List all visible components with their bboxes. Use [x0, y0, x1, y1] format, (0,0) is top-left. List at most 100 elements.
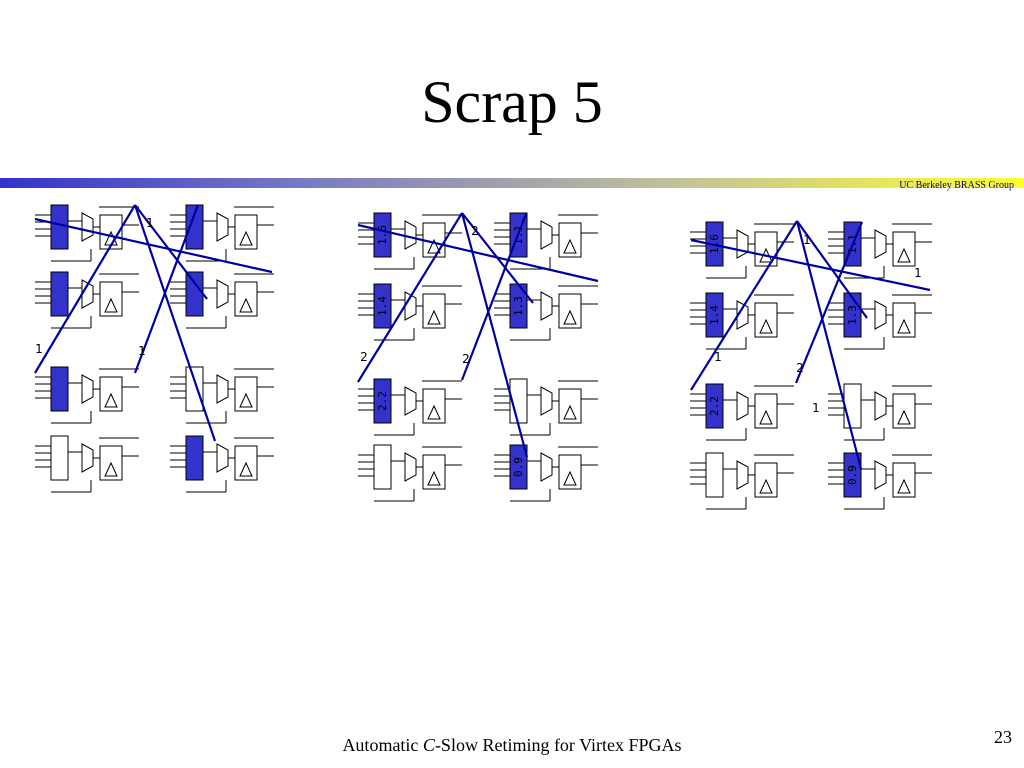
footer-suffix: -Slow Retiming for Virtex FPGAs [434, 735, 682, 755]
retiming-wire [34, 204, 136, 374]
mux-shape [736, 460, 749, 490]
logic-cell-5: 2.2 [690, 383, 794, 441]
mux-shape [874, 229, 887, 259]
clock-triangle-icon [759, 318, 773, 334]
logic-cell-7 [358, 444, 462, 502]
logic-cell-4 [170, 271, 274, 329]
group-label: UC Berkeley BRASS Group [899, 180, 1014, 191]
clock-triangle-icon [897, 478, 911, 494]
lut-box-active [509, 444, 528, 490]
mux-shape [874, 460, 887, 490]
lut-box [373, 444, 392, 490]
lut-box-active [185, 435, 204, 481]
logic-cell-7 [690, 452, 794, 510]
retiming-wire [357, 212, 463, 383]
mux-shape [736, 229, 749, 259]
mux-shape [540, 452, 553, 482]
edge-delay-label: 1 [35, 342, 43, 356]
clock-triangle-icon [759, 478, 773, 494]
clock-triangle-icon [563, 404, 577, 420]
clock-triangle-icon [104, 461, 118, 477]
logic-cell-2 [170, 204, 274, 262]
logic-cell-8: 0.9 [494, 444, 598, 502]
clock-triangle-icon [239, 392, 253, 408]
retiming-wire [133, 204, 217, 442]
clock-triangle-icon [897, 247, 911, 263]
mux-shape [216, 212, 229, 242]
retiming-wire [34, 217, 273, 274]
retiming-wire [460, 212, 529, 458]
mux-shape [874, 300, 887, 330]
lut-label: 1.6 [376, 225, 389, 245]
retiming-wire [795, 220, 863, 470]
clock-triangle-icon [427, 309, 441, 325]
mux-shape [540, 220, 553, 250]
footer-prefix: Automatic [342, 735, 423, 755]
lut-label: 1.4 [376, 296, 389, 316]
clock-triangle-icon [427, 238, 441, 254]
mux-shape [404, 386, 417, 416]
footer-italic: C [422, 735, 435, 755]
lut-box-active [843, 452, 862, 498]
retiming-wire [357, 223, 599, 283]
retiming-diagram: 1111.61.11.41.32.20.92221.61.11.41.32.20… [34, 204, 932, 510]
logic-cell-4: 1.3 [828, 292, 932, 350]
clock-triangle-icon [104, 297, 118, 313]
clock-triangle-icon [239, 230, 253, 246]
mux-shape [216, 374, 229, 404]
edge-delay-label: 1 [812, 401, 820, 415]
logic-cell-8: 0.9 [828, 452, 932, 510]
logic-cell-5: 2.2 [358, 378, 462, 436]
logic-cell-3: 1.4 [690, 292, 794, 350]
retiming-wire [461, 212, 534, 304]
retiming-wire [134, 204, 208, 300]
edge-delay-label: 1 [146, 216, 154, 230]
clock-triangle-icon [897, 409, 911, 425]
lut-box-active [373, 378, 392, 424]
lut-label: 1.3 [512, 296, 525, 316]
mux-shape [404, 291, 417, 321]
lut-label: 0.9 [512, 457, 525, 477]
clock-triangle-icon [239, 461, 253, 477]
edge-delay-label: 1 [914, 266, 922, 280]
clock-triangle-icon [427, 470, 441, 486]
edge-delay-label: 1 [803, 233, 811, 247]
lut-box-active [373, 212, 392, 258]
lut-box [843, 383, 862, 429]
clock-triangle-icon [104, 392, 118, 408]
mux-shape [81, 374, 94, 404]
clock-triangle-icon [427, 404, 441, 420]
edge-delay-label: 2 [471, 224, 479, 238]
mux-shape [404, 452, 417, 482]
clock-triangle-icon [239, 297, 253, 313]
clock-triangle-icon [759, 409, 773, 425]
logic-cell-6 [170, 366, 274, 424]
logic-cell-6 [828, 383, 932, 441]
mux-shape [81, 279, 94, 309]
mux-shape [540, 291, 553, 321]
edge-delay-label: 2 [360, 350, 368, 364]
lut-box-active [705, 383, 724, 429]
slide-footer: Automatic C-Slow Retiming for Virtex FPG… [0, 735, 1024, 756]
lut-box-active [50, 271, 69, 317]
logic-cell-7 [35, 435, 139, 493]
lut-label: 1.3 [846, 305, 859, 325]
lut-box-active [185, 204, 204, 250]
logic-cell-3 [35, 271, 139, 329]
mux-shape [540, 386, 553, 416]
clock-triangle-icon [563, 238, 577, 254]
clock-triangle-icon [563, 470, 577, 486]
logic-cell-3: 1.4 [358, 283, 462, 341]
mux-shape [216, 279, 229, 309]
lut-box-active [705, 292, 724, 338]
lut-box [705, 452, 724, 498]
retiming-wire [794, 221, 864, 384]
clock-triangle-icon [563, 309, 577, 325]
lut-label: 1.4 [708, 305, 721, 325]
logic-cell-8 [170, 435, 274, 493]
retiming-wire [133, 204, 200, 374]
mux-shape [404, 220, 417, 250]
logic-cell-5 [35, 366, 139, 424]
